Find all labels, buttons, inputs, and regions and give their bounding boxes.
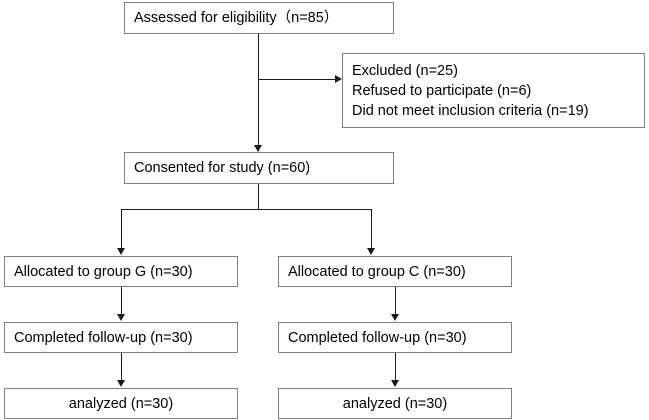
node-excluded-line-total: Excluded (n=25) [352, 62, 458, 79]
connector-followup-c-to-analyzed-c [395, 353, 396, 380]
node-allocated-group-g: Allocated to group G (n=30) [4, 256, 238, 287]
node-consented-for-study: Consented for study (n=60) [124, 152, 394, 184]
node-allocated-c-label: Allocated to group C (n=30) [288, 263, 466, 280]
arrowhead-analyzed-g [117, 380, 125, 387]
arrowhead-excluded [335, 75, 342, 83]
arrowhead-allocated-c [367, 248, 375, 255]
node-allocated-group-c: Allocated to group C (n=30) [278, 256, 512, 287]
connector-split-to-group-c [371, 209, 372, 248]
node-analyzed-g-label: analyzed (n=30) [68, 395, 174, 412]
connector-followup-g-to-analyzed-g [121, 353, 122, 380]
node-completed-followup-g: Completed follow-up (n=30) [4, 322, 238, 353]
arrowhead-analyzed-c [391, 380, 399, 387]
node-allocated-g-label: Allocated to group G (n=30) [14, 263, 193, 280]
node-consented-label: Consented for study (n=60) [134, 160, 311, 176]
connector-split-bar [121, 209, 372, 210]
arrowhead-followup-c [391, 314, 399, 321]
connector-assessed-to-consented [258, 34, 259, 145]
node-excluded-line-refused: Refused to participate (n=6) [352, 82, 532, 99]
node-analyzed-c: analyzed (n=30) [278, 388, 512, 419]
node-followup-g-label: Completed follow-up (n=30) [14, 329, 193, 346]
node-analyzed-c-label: analyzed (n=30) [342, 395, 448, 412]
connector-consented-to-split [258, 184, 259, 209]
connector-allocated-g-to-followup-g [121, 287, 122, 314]
arrowhead-allocated-g [117, 248, 125, 255]
node-followup-c-label: Completed follow-up (n=30) [288, 329, 467, 346]
arrowhead-followup-g [117, 314, 125, 321]
node-assessed-for-eligibility: Assessed for eligibility（n=85） [124, 2, 394, 34]
node-analyzed-g: analyzed (n=30) [4, 388, 238, 419]
node-assessed-label: Assessed for eligibility（n=85） [134, 10, 339, 26]
connector-allocated-c-to-followup-c [395, 287, 396, 314]
connector-trunk-to-excluded [258, 79, 337, 80]
node-excluded-line-criteria: Did not meet inclusion criteria (n=19) [352, 102, 589, 119]
node-excluded: Excluded (n=25) Refused to participate (… [342, 53, 645, 128]
node-completed-followup-c: Completed follow-up (n=30) [278, 322, 512, 353]
connector-split-to-group-g [121, 209, 122, 248]
arrowhead-consented [254, 145, 262, 152]
